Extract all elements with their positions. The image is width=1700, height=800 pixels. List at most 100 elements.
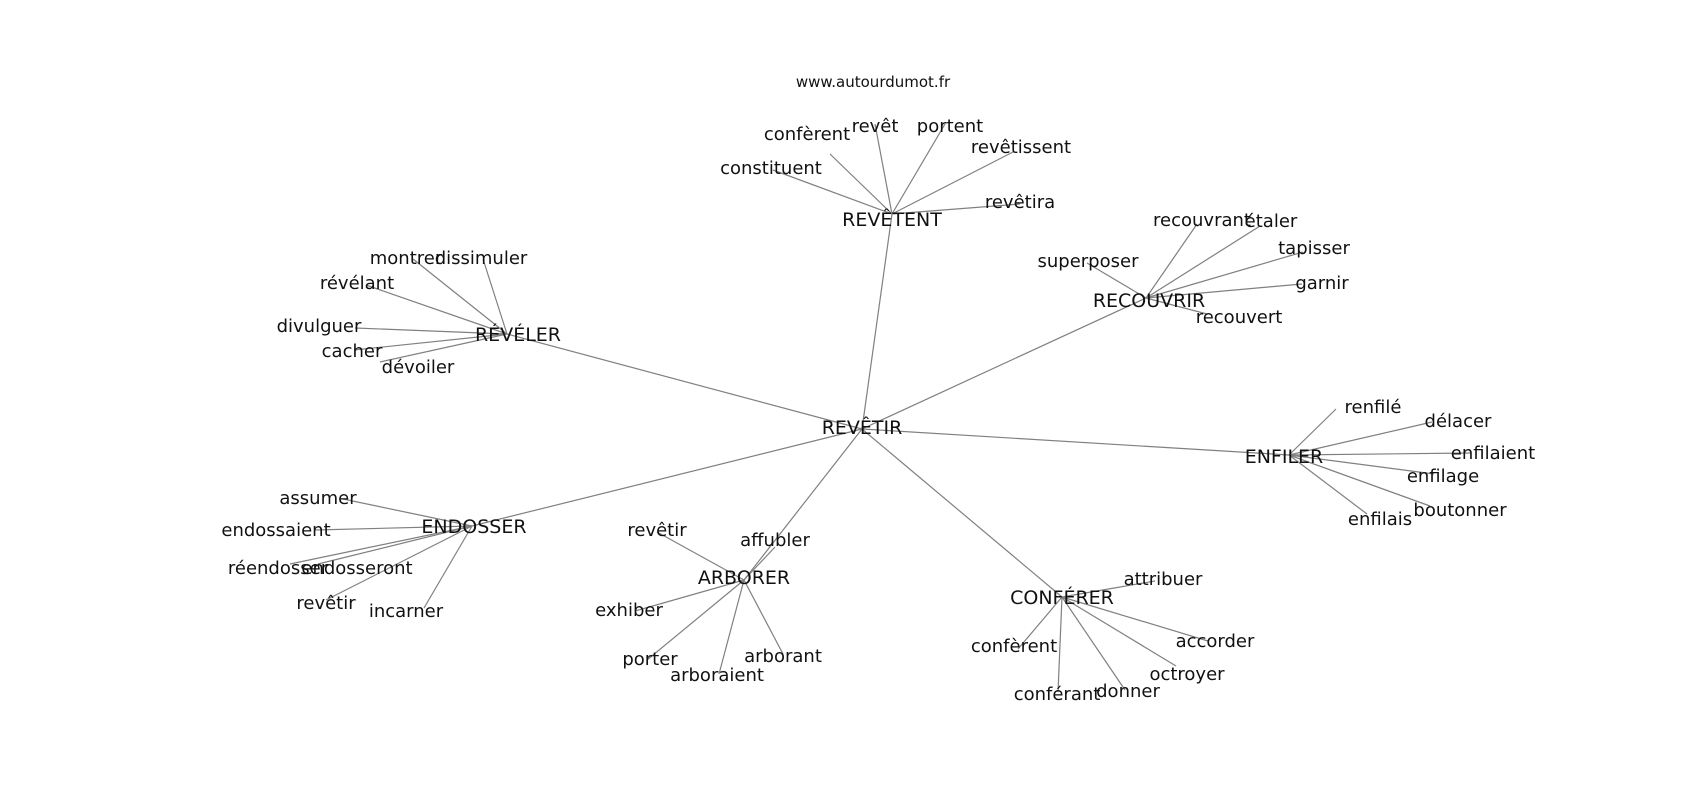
edge-root-to-endosser — [471, 428, 863, 527]
edge-endosser-to-endossaient — [314, 525, 473, 531]
watermark: www.autourdumot.fr — [796, 73, 951, 91]
word-node-conferent: confèrent — [971, 636, 1057, 657]
root-node-revetir: REVÊTIR — [822, 416, 903, 439]
hub-node-arborer: ARBORER — [698, 567, 790, 589]
word-node-renfile: renfilé — [1345, 397, 1402, 418]
word-node-enfilaient: enfilaient — [1451, 443, 1535, 464]
edge-endosser-to-endosseront — [317, 525, 473, 565]
edge-arborer-to-revetir — [656, 531, 745, 581]
graph-edges — [289, 123, 1471, 693]
edge-enfiler-to-delacer — [1288, 421, 1433, 456]
word-node-revetir: revêtir — [296, 593, 356, 614]
word-node-conferant: conférant — [1014, 684, 1101, 705]
word-node-attribuer: attribuer — [1124, 569, 1203, 590]
word-node-conferent: confèrent — [764, 124, 850, 145]
hub-node-recouvrir: RECOUVRIR — [1093, 290, 1205, 312]
word-node-revelant: révélant — [320, 273, 394, 294]
edge-revetent-to-portent — [891, 123, 946, 215]
edge-arborer-to-affubler — [743, 546, 776, 581]
edge-endosser-to-reendosser — [289, 525, 473, 565]
edge-revetent-to-constituent — [772, 169, 893, 215]
edge-reveler-to-devoiler — [379, 333, 508, 363]
word-node-enfilais: enfilais — [1348, 509, 1412, 530]
edge-conferer-to-conferant — [1057, 596, 1063, 693]
word-node-arborant: arborant — [744, 646, 822, 667]
edge-enfiler-to-renfile — [1288, 408, 1337, 456]
word-node-octroyer: octroyer — [1149, 664, 1225, 685]
word-node-revetissent: revêtissent — [971, 137, 1071, 158]
word-node-donner: donner — [1096, 681, 1160, 702]
word-node-delacer: délacer — [1425, 411, 1493, 432]
edge-endosser-to-assumer — [342, 498, 473, 527]
word-node-recouvert: recouvert — [1196, 307, 1283, 328]
word-node-endosseront: endosseront — [301, 558, 412, 579]
edge-enfiler-to-enfilais — [1288, 454, 1368, 515]
word-node-revet: revêt — [852, 116, 899, 137]
hub-node-enfiler: ENFILER — [1245, 446, 1324, 468]
edge-conferer-to-donner — [1061, 596, 1126, 691]
edge-conferer-to-accorder — [1061, 596, 1209, 642]
edge-recouvrir-to-tapisser — [1145, 251, 1304, 299]
edge-arborer-to-arboraient — [718, 579, 745, 675]
word-node-portent: portent — [917, 116, 983, 137]
edge-root-to-recouvrir — [861, 297, 1147, 430]
edge-root-to-arborer — [743, 428, 863, 581]
edge-reveler-to-montrer — [412, 258, 508, 335]
hub-node-revetent: REVÊTENT — [842, 208, 942, 231]
word-node-arboraient: arboraient — [670, 665, 764, 686]
edge-enfiler-to-enfilage — [1288, 454, 1435, 475]
word-node-affubler: affubler — [740, 530, 810, 551]
edge-reveler-to-cacher — [353, 333, 508, 351]
word-node-endossaient: endossaient — [221, 520, 330, 541]
word-node-reendosser: réendosser — [228, 558, 329, 579]
edge-arborer-to-arborant — [743, 579, 784, 655]
hub-node-reveler: RÉVÉLER — [475, 323, 561, 346]
word-node-boutonner: boutonner — [1413, 500, 1507, 521]
word-node-etaler: étaler — [1245, 211, 1298, 232]
word-node-dissimuler: dissimuler — [435, 248, 528, 269]
word-node-assumer: assumer — [279, 488, 357, 509]
edge-enfiler-to-enfilaient — [1288, 452, 1471, 456]
edge-arborer-to-exhiber — [634, 579, 745, 612]
word-node-accorder: accorder — [1176, 631, 1255, 652]
edge-arborer-to-porter — [646, 579, 745, 661]
word-node-divulguer: divulguer — [277, 316, 362, 337]
word-node-superposer: superposer — [1038, 251, 1140, 272]
word-node-enfilage: enfilage — [1407, 466, 1479, 487]
edge-revetent-to-revet — [874, 123, 893, 215]
edge-root-to-enfiler — [861, 428, 1290, 456]
word-node-tapisser: tapisser — [1278, 238, 1350, 259]
edge-conferer-to-conferent — [1017, 596, 1063, 650]
edge-recouvrir-to-etaler — [1145, 225, 1261, 299]
hub-node-endosser: ENDOSSER — [421, 516, 526, 538]
edge-revetent-to-revetissent — [891, 151, 1014, 215]
word-node-porter: porter — [622, 649, 678, 670]
edge-recouvrir-to-garnir — [1145, 283, 1303, 299]
edge-root-to-reveler — [506, 333, 863, 430]
edge-conferer-to-attribuer — [1061, 580, 1156, 598]
word-node-garnir: garnir — [1295, 273, 1349, 294]
word-node-recouvrant: recouvrant — [1153, 210, 1251, 231]
edge-revetent-to-conferent — [829, 153, 893, 215]
word-node-devoiler: dévoiler — [382, 357, 455, 378]
edge-conferer-to-octroyer — [1061, 596, 1177, 667]
edge-enfiler-to-boutonner — [1288, 454, 1431, 507]
word-node-revetir: revêtir — [627, 520, 687, 541]
word-node-incarner: incarner — [369, 601, 444, 622]
edge-endosser-to-revetir — [325, 525, 473, 601]
word-node-revetira: revêtira — [985, 192, 1055, 213]
word-node-constituent: constituent — [720, 158, 822, 179]
word-node-exhiber: exhiber — [595, 600, 663, 621]
word-node-montrer: montrer — [370, 248, 443, 269]
edge-recouvrir-to-recouvert — [1145, 297, 1208, 315]
edge-reveler-to-revelant — [365, 284, 508, 335]
edge-reveler-to-divulguer — [354, 327, 508, 335]
edge-root-to-conferer — [861, 428, 1063, 598]
edge-reveler-to-dissimuler — [482, 258, 508, 335]
word-node-cacher: cacher — [322, 341, 383, 362]
edge-root-to-revetent — [861, 213, 893, 430]
hub-node-conferer: CONFÉRER — [1010, 586, 1114, 609]
edge-endosser-to-incarner — [423, 525, 473, 609]
